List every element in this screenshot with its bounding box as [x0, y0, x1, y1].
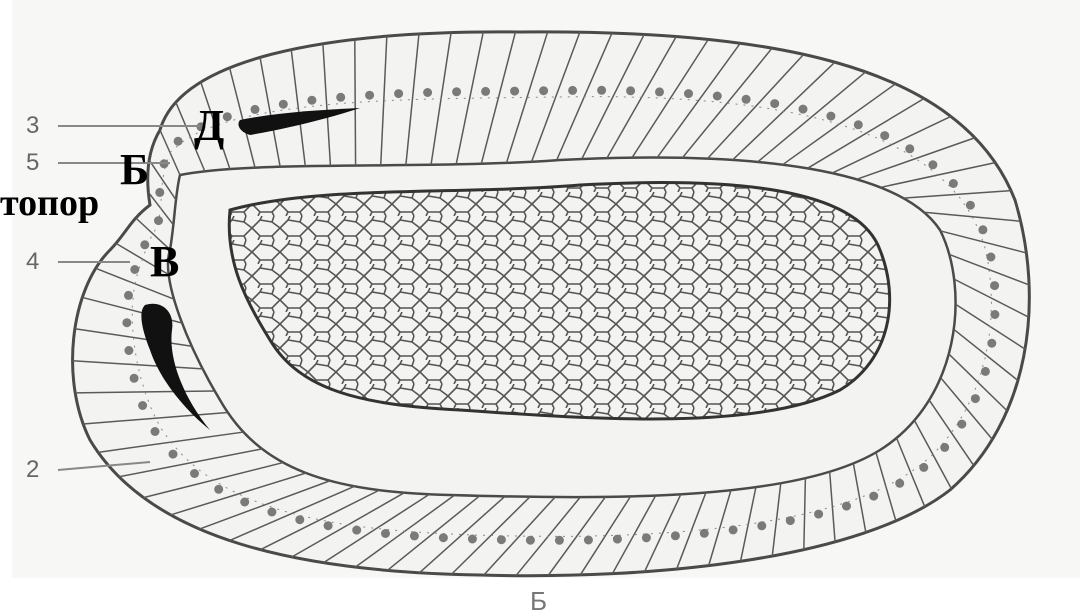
- label-number-4: 4: [26, 250, 39, 274]
- cell-nucleus: [124, 346, 133, 355]
- cell-nucleus: [151, 427, 160, 436]
- cell-nucleus: [481, 87, 490, 96]
- label-number-2: 2: [26, 458, 39, 482]
- cell-nucleus: [729, 525, 738, 534]
- cell-nucleus: [336, 93, 345, 102]
- cell-nucleus: [978, 225, 987, 234]
- cell-nucleus: [826, 112, 835, 121]
- cell-nucleus: [439, 533, 448, 542]
- cell-nucleus: [919, 463, 928, 472]
- cell-nucleus: [295, 515, 304, 524]
- cell-nucleus: [626, 86, 635, 95]
- cell-nucleus: [539, 86, 548, 95]
- cell-nucleus: [124, 291, 133, 300]
- cell-nucleus: [584, 536, 593, 545]
- label-letter-b: Б: [120, 148, 149, 192]
- cell-nucleus: [940, 443, 949, 452]
- cell-nucleus: [130, 265, 139, 274]
- cell-nucleus: [352, 526, 361, 535]
- label-number-3: 3: [26, 114, 39, 138]
- cell-nucleus: [981, 367, 990, 376]
- cell-nucleus: [786, 516, 795, 525]
- cell-nucleus: [394, 89, 403, 98]
- cell-nucleus: [190, 469, 199, 478]
- cell-nucleus: [410, 531, 419, 540]
- cell-nucleus: [267, 508, 276, 517]
- label-number-5: 5: [26, 151, 39, 175]
- cell-nucleus: [713, 92, 722, 101]
- cell-nucleus: [869, 492, 878, 501]
- cell-nucleus: [642, 533, 651, 542]
- cell-nucleus: [799, 105, 808, 114]
- cell-nucleus: [155, 188, 164, 197]
- cell-nucleus: [597, 86, 606, 95]
- cell-nucleus: [742, 95, 751, 104]
- cell-nucleus: [757, 521, 766, 530]
- cell-nucleus: [671, 531, 680, 540]
- cell-nucleus: [971, 394, 980, 403]
- cell-nucleus: [174, 137, 183, 146]
- cell-wall: [355, 39, 356, 165]
- cell-nucleus: [324, 521, 333, 530]
- cell-nucleus: [613, 535, 622, 544]
- label-letter-v: В: [150, 240, 179, 284]
- cell-nucleus: [122, 318, 131, 327]
- cell-nucleus: [365, 91, 374, 100]
- cell-nucleus: [452, 87, 461, 96]
- cell-nucleus: [526, 536, 535, 545]
- cell-nucleus: [770, 99, 779, 108]
- cell-nucleus: [990, 310, 999, 319]
- cell-nucleus: [240, 498, 249, 507]
- cell-nucleus: [251, 105, 260, 114]
- cell-nucleus: [140, 240, 149, 249]
- cell-nucleus: [568, 86, 577, 95]
- cell-nucleus: [814, 510, 823, 519]
- cell-nucleus: [381, 529, 390, 538]
- cell-nucleus: [949, 179, 958, 188]
- bottom-caption: Б: [530, 588, 547, 614]
- label-letter-d: Д: [194, 104, 224, 148]
- cell-nucleus: [169, 450, 178, 459]
- cell-nucleus: [468, 535, 477, 544]
- cell-nucleus: [655, 87, 664, 96]
- cell-nucleus: [842, 502, 851, 511]
- cell-nucleus: [130, 374, 139, 383]
- cell-nucleus: [928, 160, 937, 169]
- cell-nucleus: [138, 401, 147, 410]
- cell-nucleus: [990, 281, 999, 290]
- cell-nucleus: [905, 144, 914, 153]
- cell-nucleus: [497, 535, 506, 544]
- cell-nucleus: [555, 536, 564, 545]
- cell-nucleus: [154, 216, 163, 225]
- cell-nucleus: [966, 201, 975, 210]
- cell-nucleus: [307, 96, 316, 105]
- cell-nucleus: [895, 479, 904, 488]
- cell-nucleus: [279, 100, 288, 109]
- cell-nucleus: [214, 485, 223, 494]
- cell-nucleus: [986, 253, 995, 262]
- embryo-diagram: 3 5 4 2 Д Б топор В Б: [0, 0, 1080, 603]
- cell-nucleus: [957, 420, 966, 429]
- cell-nucleus: [854, 120, 863, 129]
- cell-nucleus: [700, 529, 709, 538]
- embryo-drawing: [0, 0, 1080, 603]
- cell-nucleus: [987, 339, 996, 348]
- cell-nucleus: [880, 131, 889, 140]
- yolk-mass: [229, 183, 889, 419]
- cell-nucleus: [684, 89, 693, 98]
- cell-nucleus: [510, 87, 519, 96]
- label-word-topor: топор: [0, 184, 99, 222]
- cell-nucleus: [423, 88, 432, 97]
